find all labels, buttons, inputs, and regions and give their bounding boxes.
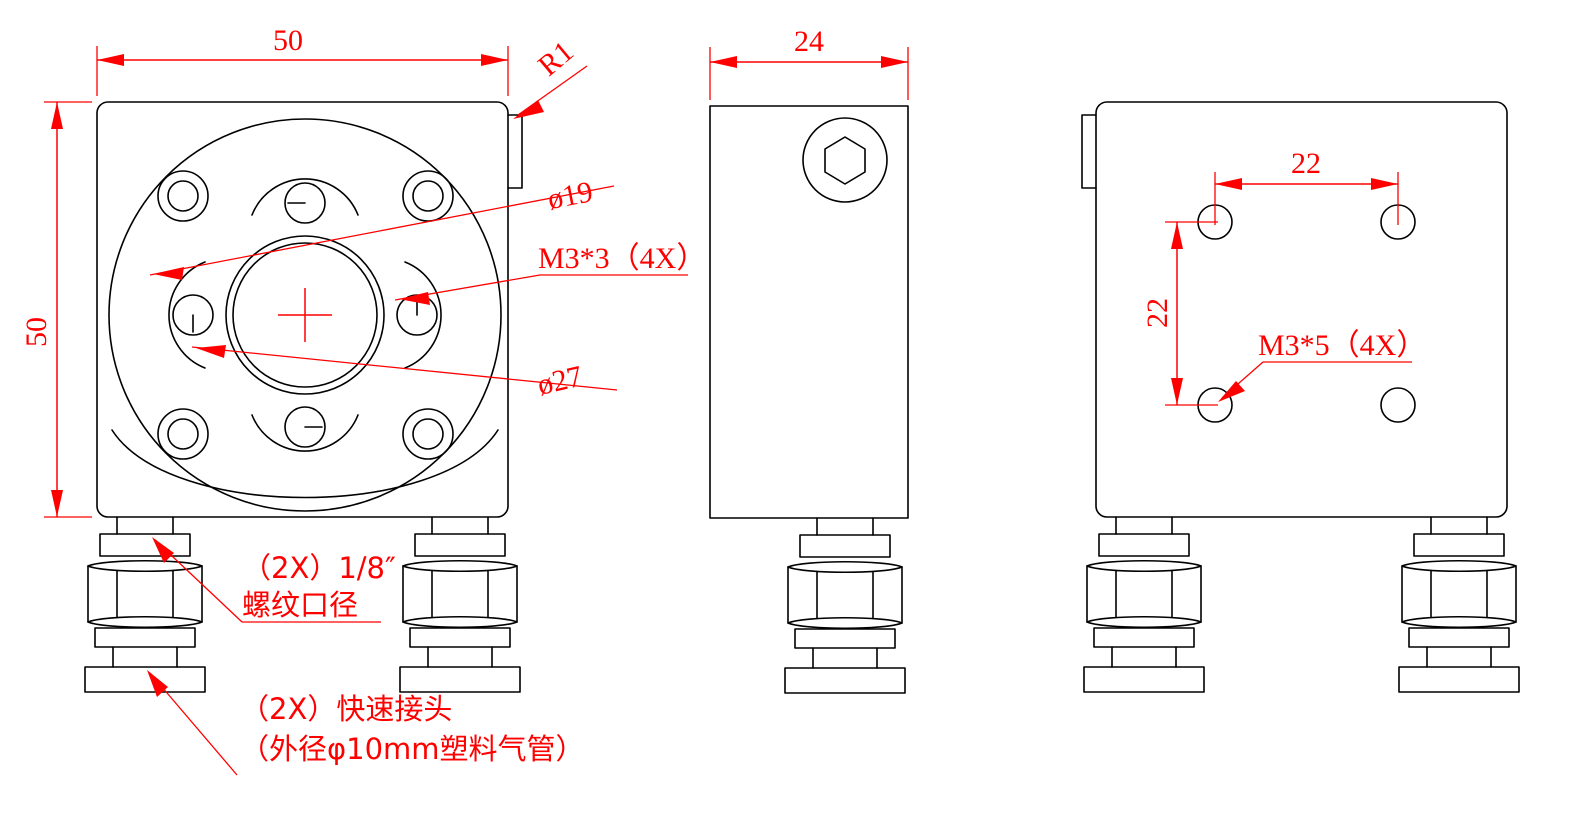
dimension-pitch-v-22-text: 22 xyxy=(1141,298,1174,328)
label-r1: R1 xyxy=(513,35,588,119)
rear-side-tab xyxy=(1081,114,1097,189)
annotation-thread-port: （2X）1/8″ 螺纹口径 xyxy=(152,537,396,623)
side-view: 24 xyxy=(709,25,909,694)
annotation-quick-connect-line1: （2X）快速接头 xyxy=(240,692,452,726)
label-bore-19-text: ø19 xyxy=(545,175,595,216)
annotation-thread-port-line1: （2X）1/8″ xyxy=(242,551,396,585)
center-mark xyxy=(278,288,332,342)
dimension-pitch-h-22-text: 22 xyxy=(1291,147,1321,180)
port-fitting-right xyxy=(399,516,521,693)
dimension-width-50-text: 50 xyxy=(273,24,303,57)
annotation-thread-port-line2: 螺纹口径 xyxy=(242,588,358,622)
side-tab xyxy=(507,114,523,189)
rear-port-fitting-right xyxy=(1398,516,1520,693)
annotation-quick-connect-line2: （外径φ10mm塑料气管） xyxy=(240,732,585,766)
front-view: 50 50 R1 ø19 ø27 xyxy=(20,24,706,776)
dimension-depth-24-text: 24 xyxy=(794,25,824,58)
bore-27-circle xyxy=(225,235,385,395)
side-body-outline xyxy=(709,105,909,519)
bore-19-circle xyxy=(232,242,378,388)
flange-outer-circle xyxy=(108,118,502,512)
dimension-pitch-h-22: 22 xyxy=(1214,147,1399,225)
dimension-width-50: 50 xyxy=(96,24,509,96)
rear-body-outline xyxy=(1095,101,1508,518)
hex-socket-outer-circle xyxy=(802,117,888,203)
dimension-depth-24: 24 xyxy=(709,25,909,100)
label-m3x3-text: M3*3（4X） xyxy=(538,242,706,275)
side-port-fitting xyxy=(784,517,906,694)
front-body-outline xyxy=(96,101,509,518)
label-m3x5-text: M3*5（4X） xyxy=(1258,329,1426,362)
dimension-height-50: 50 xyxy=(20,101,92,518)
dimension-height-50-text: 50 xyxy=(20,317,53,347)
rear-view: 22 22 M3*5（4X） xyxy=(1081,101,1520,693)
corner-bolt-holes xyxy=(157,170,454,460)
dimension-pitch-v-22: 22 xyxy=(1141,221,1218,406)
label-m3x5: M3*5（4X） xyxy=(1218,329,1426,402)
annotation-quick-connect: （2X）快速接头 （外径φ10mm塑料气管） xyxy=(147,670,585,776)
hex-socket-icon xyxy=(824,136,866,185)
m3-threaded-holes xyxy=(168,178,442,452)
label-m3x3: M3*3（4X） xyxy=(394,242,706,305)
label-bore-27-text: ø27 xyxy=(534,360,585,402)
bottom-inner-curve xyxy=(111,429,499,499)
port-fitting-left xyxy=(84,516,206,693)
label-bore-27: ø27 xyxy=(191,345,618,402)
rear-port-fitting-left xyxy=(1083,516,1205,693)
